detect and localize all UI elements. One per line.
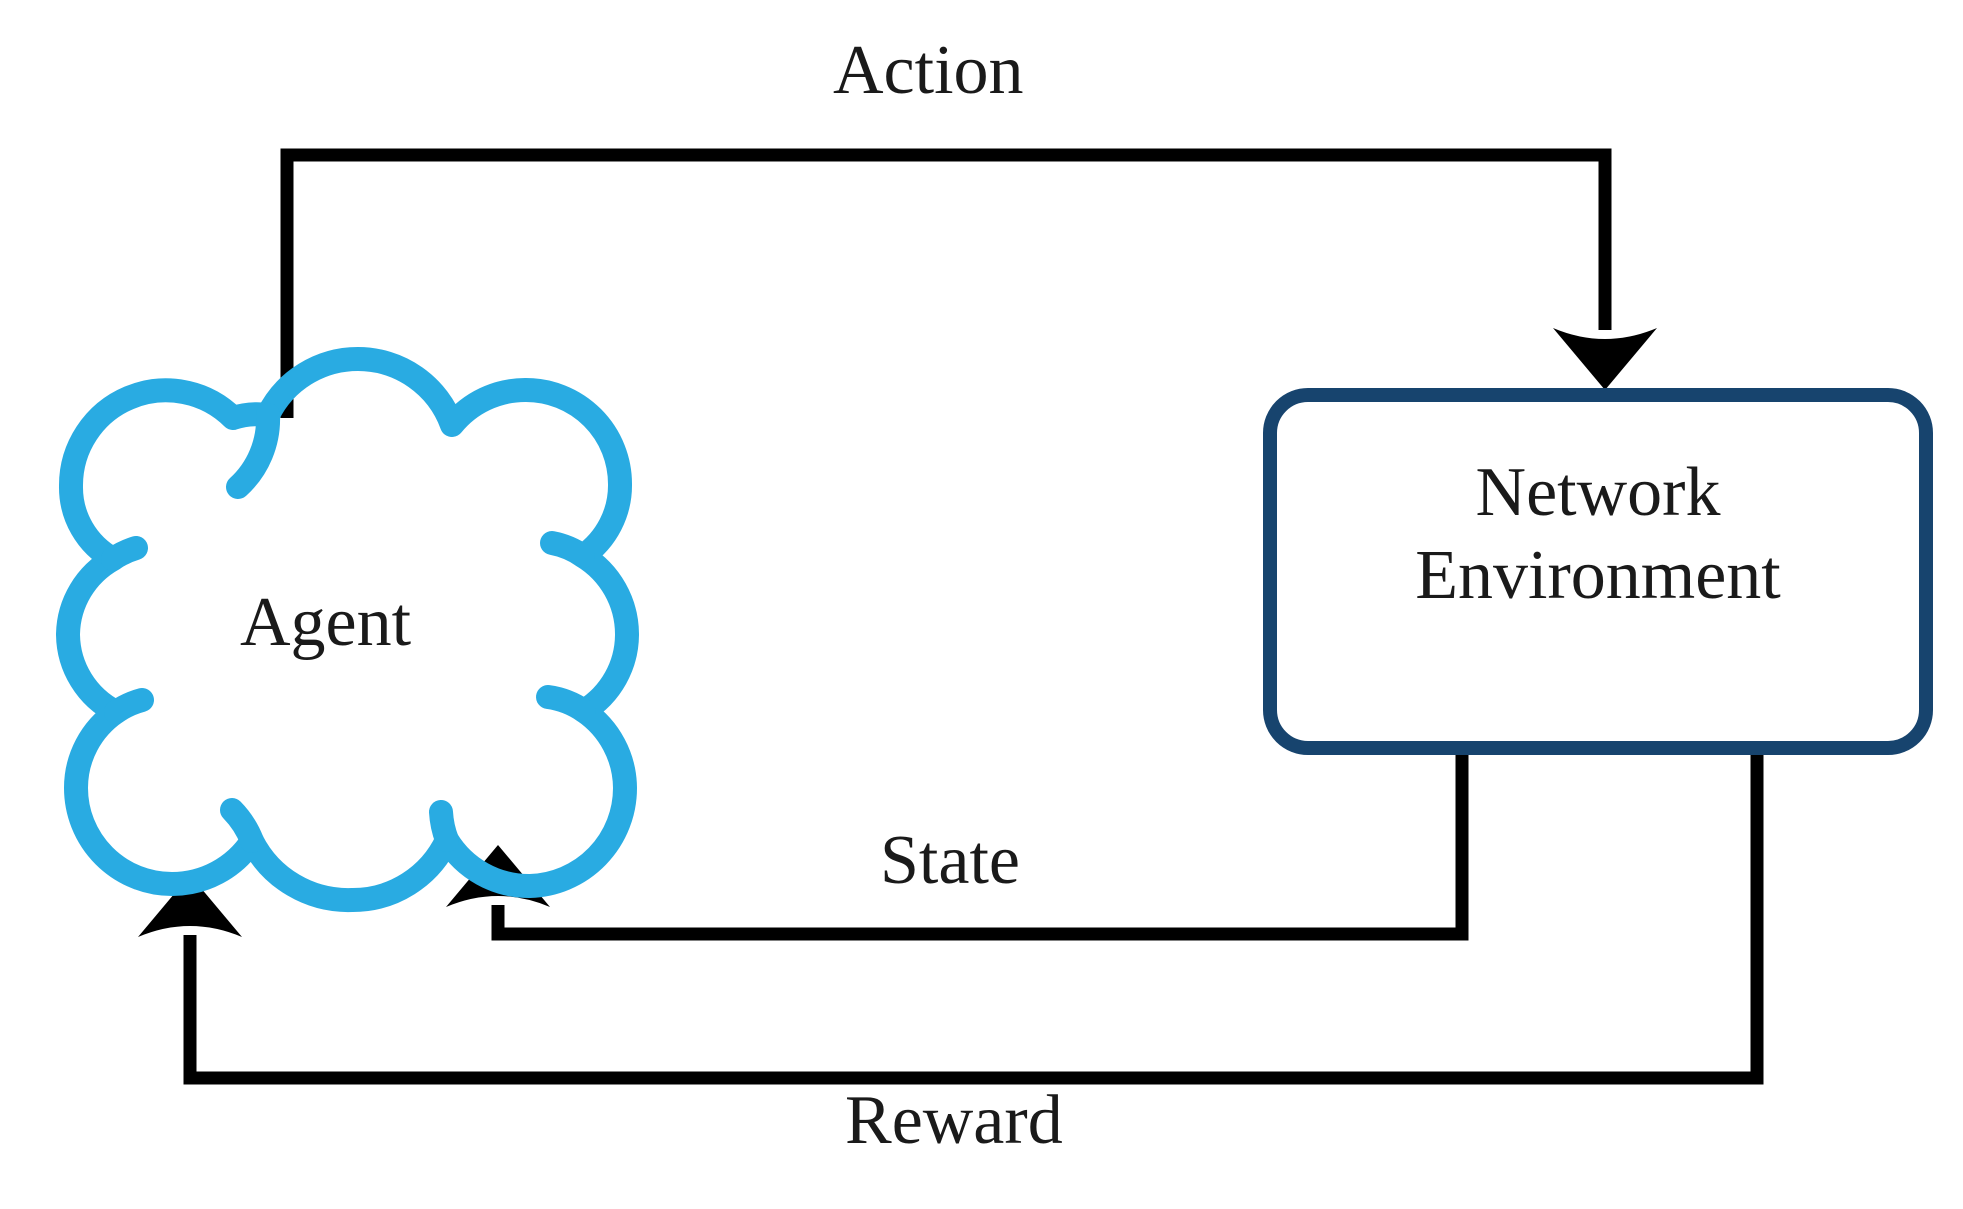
node-label-network-environment: Network Environment	[1263, 452, 1933, 617]
environment-box	[1263, 388, 1933, 755]
cloud-scallop-bottom-left	[220, 798, 264, 853]
edge-action-line	[280, 148, 1612, 418]
edge-action	[280, 148, 1657, 418]
edge-label-state: State	[880, 822, 1020, 899]
cloud-scallop-left-2	[104, 688, 154, 724]
environment-label-line-1: Network	[1475, 454, 1721, 531]
cloud-scallop-right-1	[536, 685, 596, 723]
node-agent-cloud[interactable]	[56, 346, 640, 913]
cloud-scallop-upper-left	[226, 403, 281, 499]
edge-reward	[138, 750, 1764, 1085]
edge-label-action: Action	[833, 32, 1024, 109]
edge-reward-line	[183, 750, 1764, 1085]
edge-state	[446, 750, 1469, 941]
node-label-agent: Agent	[240, 584, 412, 661]
edge-state-line	[491, 750, 1469, 941]
edge-action-arrowhead	[1553, 328, 1657, 390]
environment-label-line-2: Environment	[1415, 536, 1781, 614]
cloud-scallop-bottom-right	[429, 800, 459, 852]
cloud-outline	[56, 346, 640, 913]
cloud-scallop-right-2	[540, 531, 595, 568]
edge-label-reward: Reward	[845, 1082, 1063, 1159]
node-network-environment[interactable]	[1263, 388, 1933, 755]
cloud-scallop-left-1	[101, 536, 148, 571]
